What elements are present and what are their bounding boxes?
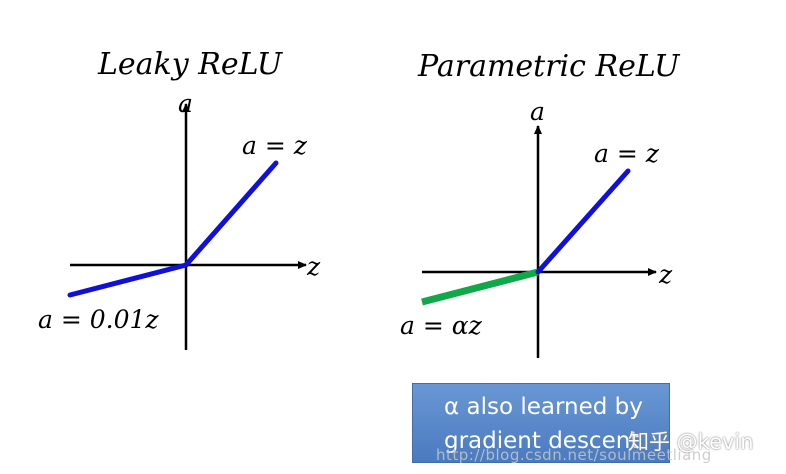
callout-line-1: α also learned by <box>444 394 643 420</box>
leaky-relu-panel: Leaky ReLU a z a = z a = 0.01z <box>38 47 321 350</box>
parametric-relu-title: Parametric ReLU <box>417 49 681 84</box>
callout-box: α also learned by gradient descent <box>412 383 670 463</box>
leaky-y-axis-label: a <box>178 89 193 118</box>
leaky-relu-title: Leaky ReLU <box>97 47 284 82</box>
leaky-positive-segment <box>183 160 279 268</box>
parametric-x-axis-label: z <box>658 260 673 289</box>
parametric-negative-segment <box>421 268 539 306</box>
parametric-positive-segment <box>535 168 631 275</box>
leaky-x-axis-label: z <box>306 252 321 281</box>
parametric-negative-label: a = αz <box>400 311 483 340</box>
parametric-positive-label: a = z <box>594 139 660 168</box>
leaky-positive-label: a = z <box>242 131 308 160</box>
leaky-negative-label: a = 0.01z <box>38 305 159 334</box>
leaky-negative-segment <box>67 262 189 298</box>
parametric-relu-panel: Parametric ReLU a z a = z a = αz <box>400 49 681 358</box>
csdn-watermark: http://blog.csdn.net/soulmeetliang <box>436 446 712 464</box>
parametric-y-axis-label: a <box>530 97 545 126</box>
callout-line-2: gradient descent <box>444 428 640 454</box>
zhihu-watermark: 知乎 @kevin <box>628 430 754 454</box>
